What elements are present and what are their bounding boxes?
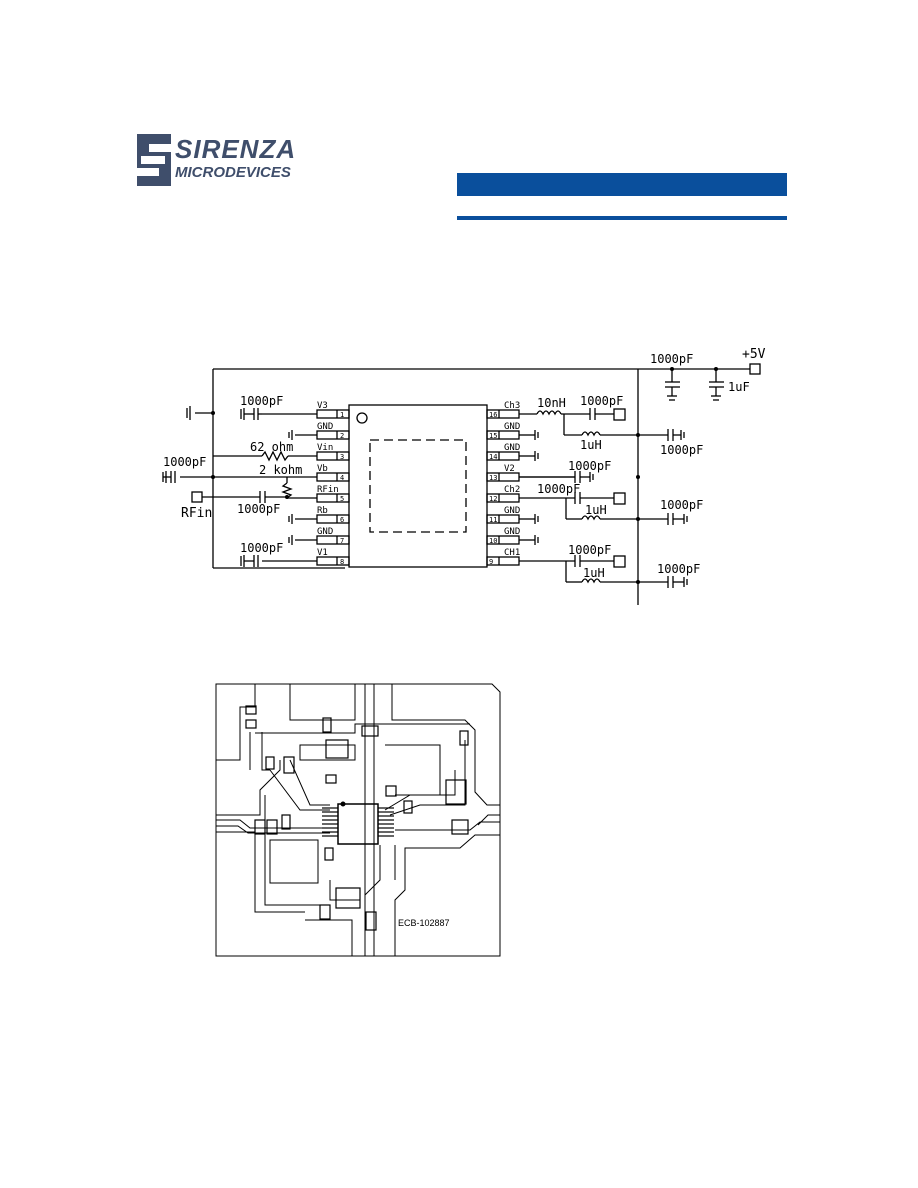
pin-num-1: 1 (340, 411, 344, 419)
label-res-vin: 62 ohm (250, 440, 293, 454)
label-cap-ch1b: 1000pF (657, 562, 700, 576)
pin-name-11: GND (504, 506, 520, 516)
pin-name-6: Rb (317, 506, 328, 516)
pin-num-10: 10 (489, 537, 497, 545)
left-pin-boxes (316, 409, 350, 566)
pin-name-2: GND (317, 422, 333, 432)
supply-cap-label: 1000pF (650, 352, 693, 366)
header-rule (457, 216, 787, 220)
pcb-board-id: ECB-102887 (398, 918, 450, 928)
pin-name-1: V3 (317, 401, 328, 411)
pin-name-9: CH1 (504, 548, 520, 558)
label-cap-ch3b: 1000pF (660, 443, 703, 457)
label-cap-rfin: 1000pF (237, 502, 280, 516)
pin-num-8: 8 (340, 558, 344, 566)
pin-num-6: 6 (340, 516, 344, 524)
pin-name-8: V1 (317, 548, 328, 558)
pin-num-16: 16 (489, 411, 497, 419)
pin-name-15: GND (504, 422, 520, 432)
ground-icon (186, 406, 191, 420)
label-cap-ch2: 1000pF (537, 482, 580, 496)
pin-num-15: 15 (489, 432, 497, 440)
pin-name-10: GND (504, 527, 520, 537)
label-rfin: RFin (181, 506, 212, 521)
pin-name-7: GND (317, 527, 333, 537)
sirenza-logo: SIRENZA MICRODEVICES (135, 132, 295, 188)
ch2-terminal (613, 492, 626, 505)
label-cap-ch2b: 1000pF (660, 498, 703, 512)
label-ind-ch1: 1uH (583, 566, 605, 580)
label-cap-ch3: 1000pF (580, 394, 623, 408)
pcb-components (245, 705, 469, 931)
supply-terminal (749, 363, 761, 375)
label-ind-ch2: 1uH (585, 503, 607, 517)
pin-num-9: 9 (489, 558, 493, 566)
logo-name: SIRENZA (175, 134, 297, 164)
pin-name-3: Vin (317, 443, 333, 453)
pin-num-2: 2 (340, 432, 344, 440)
label-ind-ch3: 10nH (537, 396, 566, 410)
pin-num-7: 7 (340, 537, 344, 545)
exposed-pad (369, 439, 467, 533)
pin-num-11: 11 (489, 516, 497, 524)
pin-num-14: 14 (489, 453, 497, 461)
label-cap-v3: 1000pF (240, 394, 283, 408)
label-cap-ch1: 1000pF (568, 543, 611, 557)
header-bar (457, 173, 787, 196)
pin-num-12: 12 (489, 495, 497, 503)
ch1-terminal (613, 555, 626, 568)
pin-num-13: 13 (489, 474, 497, 482)
pin-num-5: 5 (340, 495, 344, 503)
pin-name-13: V2 (504, 464, 515, 474)
pin-name-16: Ch3 (504, 401, 520, 411)
pin-name-4: Vb (317, 464, 328, 474)
ch3-terminal (613, 408, 626, 421)
label-cap-v1: 1000pF (240, 541, 283, 555)
pin-name-14: GND (504, 443, 520, 453)
pin-name-5: RFin (317, 485, 339, 495)
pcb-ic-footprint (337, 803, 379, 845)
supply-label: +5V (742, 347, 766, 362)
label-ind-ch3b: 1uH (580, 438, 602, 452)
pin-name-12: Ch2 (504, 485, 520, 495)
pin-num-3: 3 (340, 453, 344, 461)
label-cap-left: 1000pF (163, 455, 206, 469)
pcb-board-outline (215, 683, 501, 957)
label-cap-v2: 1000pF (568, 459, 611, 473)
supply-cap2-label: 1uF (728, 380, 750, 394)
pin-num-4: 4 (340, 474, 344, 482)
logo-tagline: MICRODEVICES (175, 164, 291, 181)
label-res-vb: 2 kohm (259, 463, 302, 477)
sirenza-s-emblem-icon (137, 134, 171, 186)
ic-body (348, 404, 488, 568)
